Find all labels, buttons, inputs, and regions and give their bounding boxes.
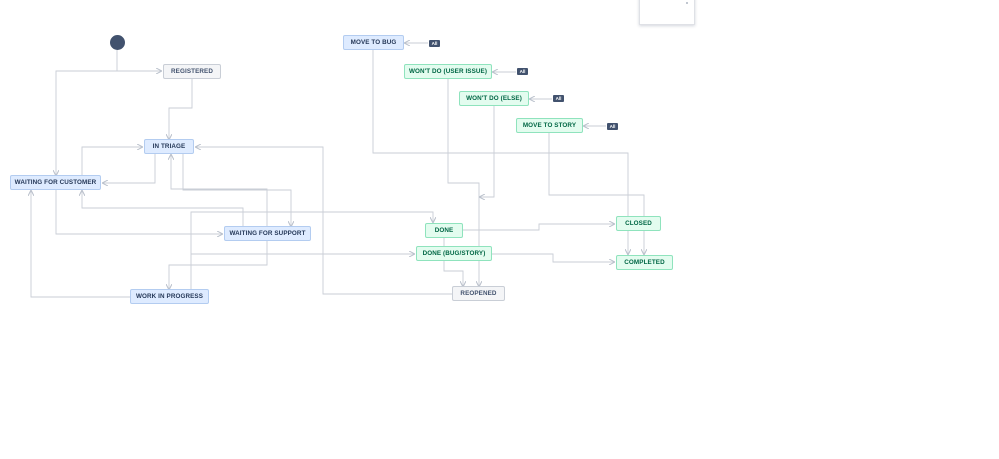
start-node — [110, 35, 125, 50]
transition-reopened-triage — [196, 147, 452, 295]
transition-support-wip — [169, 241, 268, 289]
side-panel-edge — [639, 0, 695, 25]
transition-wip-done — [190, 211, 433, 289]
transition-done-reopened — [443, 237, 463, 286]
status-move-to-story[interactable]: MOVE TO STORY — [516, 118, 583, 133]
transition-start-waiting-customer — [56, 70, 117, 175]
status-wont-do-else[interactable]: WON'T DO (ELSE) — [459, 91, 529, 106]
transition-triage-support — [182, 154, 291, 226]
transition-triage-customer — [103, 154, 156, 183]
status-move-to-bug[interactable]: MOVE TO BUG — [343, 35, 404, 50]
status-in-triage[interactable]: IN TRIAGE — [144, 139, 194, 154]
transition-registered-triage — [169, 79, 193, 139]
all-badge-move-to-bug[interactable]: All — [429, 40, 440, 47]
all-badge-wont-do-user-issue[interactable]: All — [517, 68, 528, 75]
transition-wontdo-user-reopened — [447, 79, 479, 286]
transition-done-closed — [463, 224, 614, 231]
transition-customer-support — [55, 190, 222, 234]
status-done-bug-story[interactable]: DONE (BUG/STORY) — [416, 246, 492, 261]
panel-handle-icon — [686, 2, 688, 4]
status-done[interactable]: DONE — [425, 223, 463, 238]
transition-customer-triage — [81, 147, 142, 175]
status-closed[interactable]: CLOSED — [616, 216, 661, 231]
transition-support-customer — [82, 191, 244, 226]
transition-start-registered — [116, 50, 161, 71]
status-wont-do-user-issue[interactable]: WON'T DO (USER ISSUE) — [404, 64, 492, 79]
status-registered[interactable]: REGISTERED — [163, 64, 221, 79]
status-completed[interactable]: COMPLETED — [616, 255, 673, 270]
transition-wontdo-else-reopened — [480, 106, 495, 197]
transition-support-triage — [171, 155, 268, 226]
transition-wip-customer — [31, 191, 130, 298]
all-badge-move-to-story[interactable]: All — [607, 123, 618, 130]
transition-bug-reopened — [372, 50, 628, 254]
status-reopened[interactable]: REOPENED — [452, 286, 505, 301]
all-badge-wont-do-else[interactable]: All — [553, 95, 564, 102]
status-waiting-for-customer[interactable]: WAITING FOR CUSTOMER — [10, 175, 101, 190]
status-waiting-for-support[interactable]: WAITING FOR SUPPORT — [224, 226, 311, 241]
transition-story-completed — [548, 133, 644, 254]
status-work-in-progress[interactable]: WORK IN PROGRESS — [130, 289, 209, 304]
transition-donebug-completed — [492, 253, 614, 262]
